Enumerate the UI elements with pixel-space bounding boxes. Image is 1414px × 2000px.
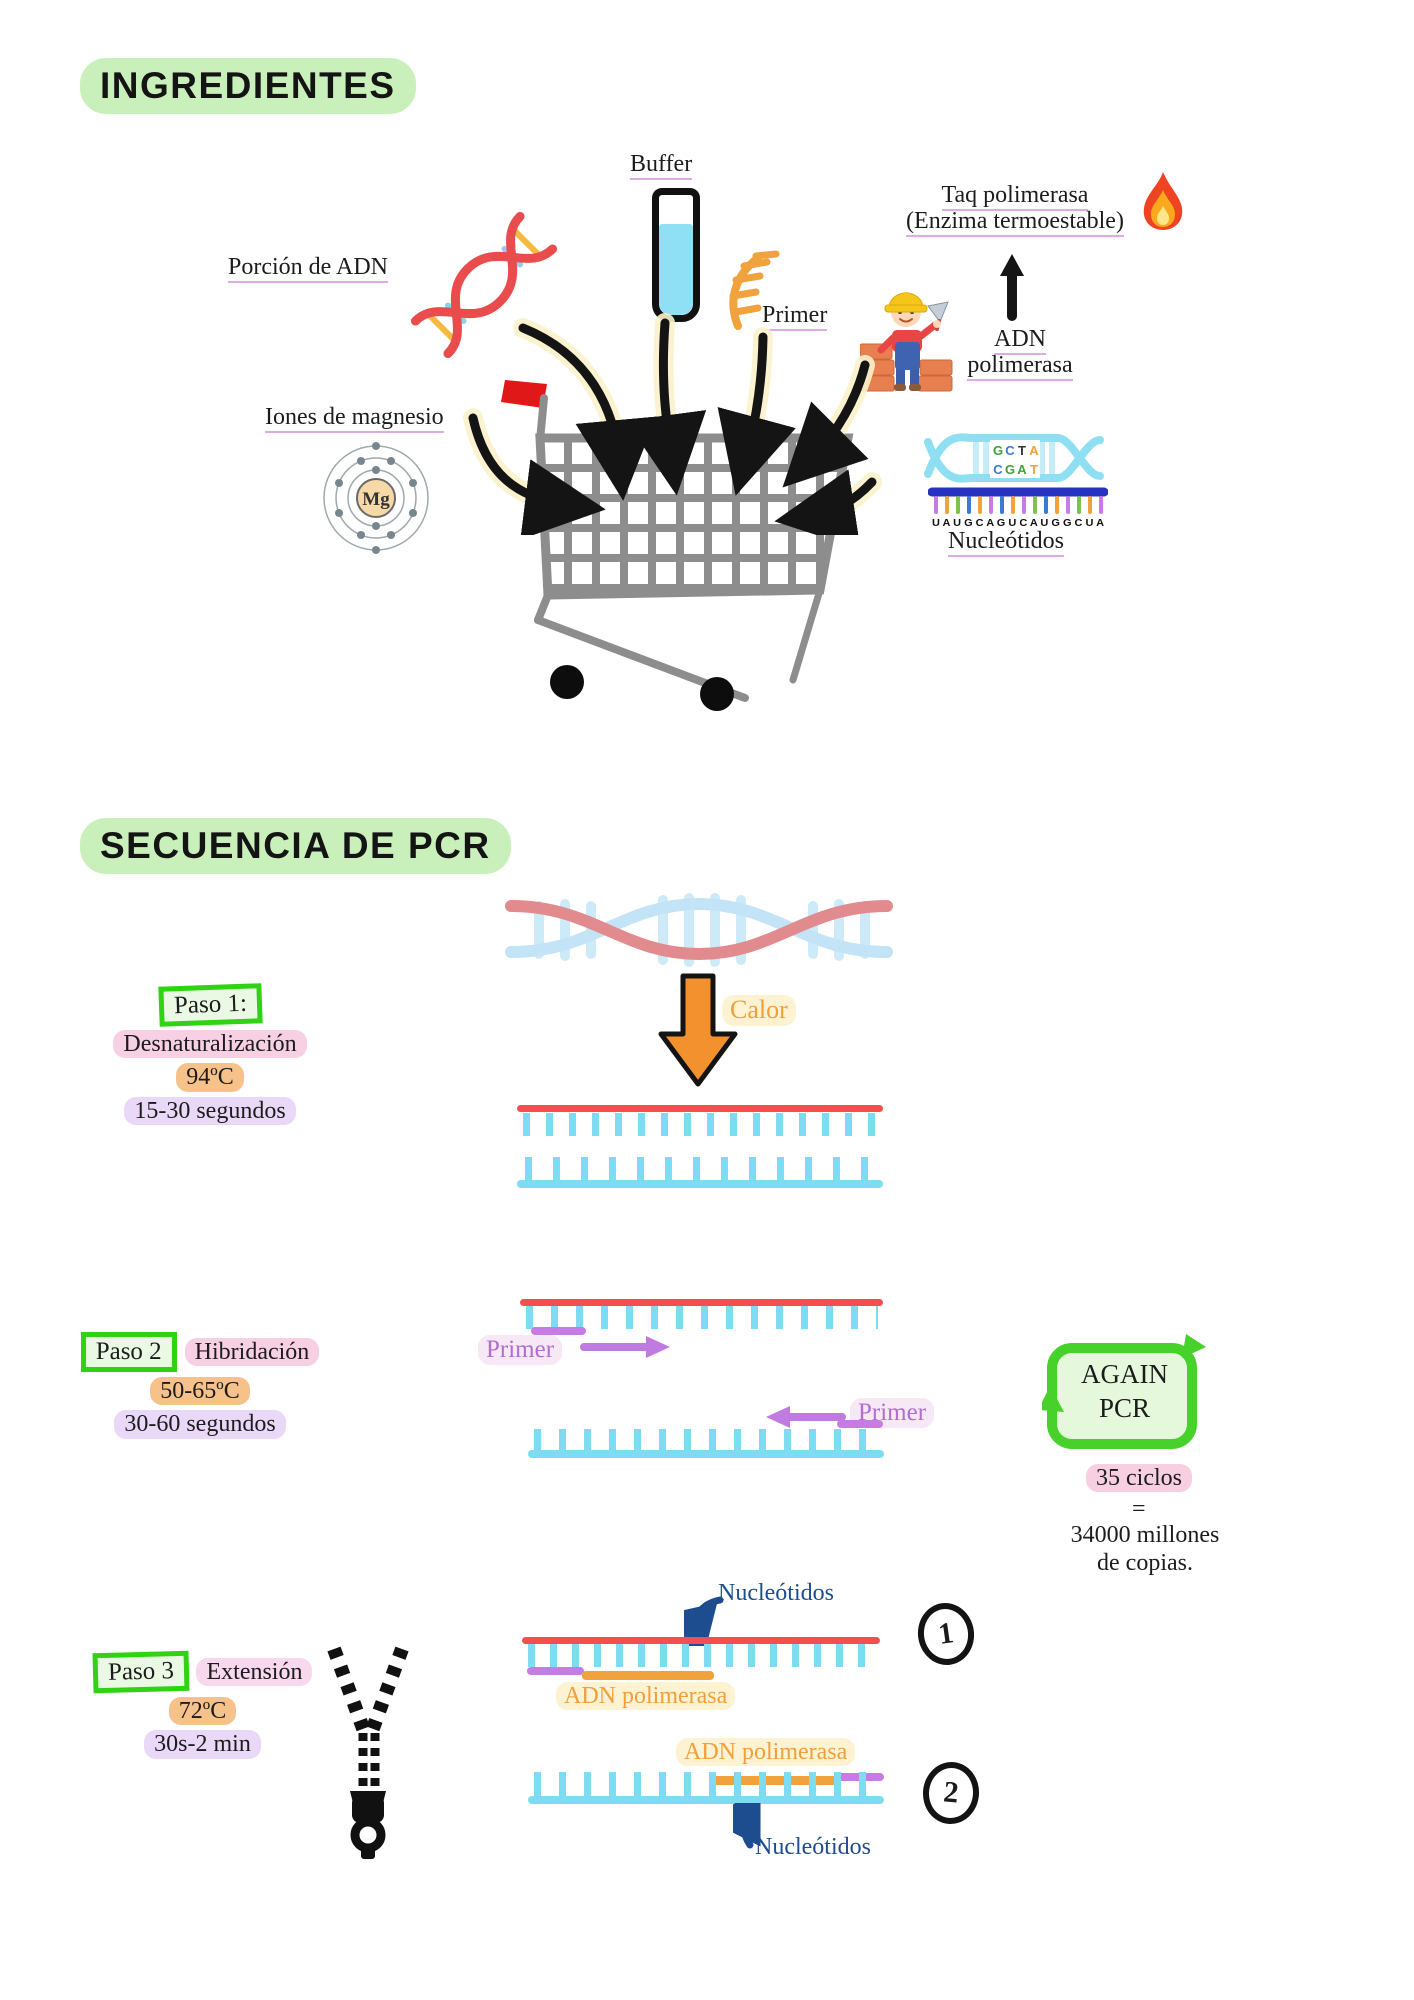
step2-box: Paso 2 bbox=[80, 1332, 177, 1372]
base-letter: C bbox=[993, 462, 1003, 477]
step-number-1: 1 bbox=[913, 1599, 979, 1669]
adn-polymerase-label: ADN polimerasa bbox=[950, 326, 1090, 382]
nucleotides-top-arrow bbox=[662, 1596, 724, 1664]
again-line2: PCR bbox=[1098, 1392, 1151, 1423]
calor-arrow bbox=[653, 972, 743, 1095]
copies-line2: de copias. bbox=[1097, 1550, 1193, 1576]
nucleotides-bottom-arrow bbox=[710, 1783, 763, 1854]
again-pcr-text: AGAIN PCR bbox=[1042, 1358, 1207, 1426]
step3-time: 30s-2 min bbox=[144, 1730, 261, 1759]
sequence-title: SECUENCIA DE PCR bbox=[80, 818, 511, 874]
nucleotide-helix-icon: G C T A C G A T bbox=[920, 426, 1108, 495]
again-pcr-loop: AGAIN PCR bbox=[1042, 1328, 1207, 1463]
equals-sign: = bbox=[1132, 1496, 1146, 1522]
buffer-liquid bbox=[659, 223, 693, 315]
hybridization-strand-bottom-ticks bbox=[534, 1429, 878, 1451]
base-letter: G bbox=[1005, 462, 1015, 477]
taq-line2: (Enzima termoestable) bbox=[906, 208, 1124, 238]
step3-box: Paso 3 bbox=[91, 1650, 189, 1694]
adn-line2: polimerasa bbox=[967, 352, 1073, 382]
ingredients-title: INGREDIENTES bbox=[80, 58, 416, 114]
step3-block: Paso 3 Extensión 72ºC 30s-2 min bbox=[75, 1650, 330, 1759]
step1-block: Paso 1: Desnaturalización 94ºC 15-30 seg… bbox=[85, 983, 335, 1126]
step1-name: Desnaturalización bbox=[113, 1030, 307, 1059]
nucleotides-label: Nucleótidos bbox=[948, 528, 1064, 557]
magnesium-label: Iones de magnesio bbox=[265, 404, 444, 433]
base-letter: T bbox=[1018, 443, 1026, 458]
copies-line1: 34000 millones bbox=[1070, 1522, 1220, 1548]
mg-symbol: Mg bbox=[362, 489, 390, 510]
adn-polymerase-top-label: ADN polimerasa bbox=[556, 1682, 736, 1711]
cart-arrows bbox=[440, 300, 910, 550]
primer-segment-top bbox=[531, 1327, 586, 1335]
step2-name: Hibridación bbox=[184, 1337, 320, 1367]
dna-portion-label: Porción de ADN bbox=[228, 254, 388, 283]
denatured-strand-bottom-ticks bbox=[525, 1157, 875, 1180]
nucleotides-bottom-label: Nucleótidos bbox=[755, 1834, 871, 1860]
step1-temp: 94ºC bbox=[176, 1063, 244, 1092]
primer-segment-bottom bbox=[837, 1420, 883, 1428]
number-1: 1 bbox=[936, 1616, 956, 1651]
extension-strand-bottom-ticks bbox=[534, 1772, 878, 1797]
base-letter: A bbox=[1017, 462, 1027, 477]
base-letter: C bbox=[1005, 443, 1015, 458]
primer-right-label: Primer bbox=[850, 1398, 935, 1428]
step1-box: Paso 1: bbox=[157, 983, 263, 1027]
primer-left-label: Primer bbox=[478, 1335, 563, 1365]
extension-polymerase-top bbox=[582, 1671, 714, 1680]
rna-letters: U A U G C A G U C A U G G C U A bbox=[932, 518, 1104, 529]
buffer-tube-icon bbox=[652, 188, 700, 322]
fire-icon bbox=[1138, 170, 1188, 237]
dna-helix-icon bbox=[403, 204, 566, 367]
extension-strand-bottom bbox=[528, 1796, 884, 1804]
extension-primer-top bbox=[527, 1667, 584, 1675]
adn-line1: ADN bbox=[994, 326, 1046, 355]
step2-block: Paso 2 Hibridación 50-65ºC 30-60 segundo… bbox=[70, 1332, 330, 1439]
taq-line1: Taq polimerasa bbox=[941, 182, 1089, 211]
taq-label: Taq polimerasa (Enzima termoestable) bbox=[880, 182, 1150, 238]
primer-ingredient-text: Primer bbox=[762, 302, 828, 331]
step-number-2: 2 bbox=[920, 1759, 982, 1827]
adn-polymerase-bottom-label: ADN polimerasa bbox=[676, 1738, 856, 1767]
primer-icon bbox=[722, 250, 784, 335]
again-line1: AGAIN bbox=[1081, 1359, 1168, 1389]
magnesium-atom-icon: Mg bbox=[318, 440, 434, 561]
base-letter: T bbox=[1030, 462, 1038, 477]
primer-ingredient-label: Primer bbox=[762, 302, 828, 331]
step1-time: 15-30 segundos bbox=[124, 1096, 296, 1126]
hybridization-strand-bottom bbox=[528, 1450, 884, 1458]
step2-time: 30-60 segundos bbox=[114, 1410, 286, 1439]
base-letter: A bbox=[1029, 443, 1039, 458]
hybridization-strand-top bbox=[520, 1299, 883, 1306]
hybridization-strand-top-ticks bbox=[526, 1306, 878, 1329]
calor-label: Calor bbox=[722, 995, 796, 1026]
buffer-label: Buffer bbox=[630, 151, 693, 180]
step3-name: Extensión bbox=[196, 1657, 313, 1687]
magnesium-text: Iones de magnesio bbox=[265, 404, 444, 433]
buffer-text: Buffer bbox=[630, 151, 693, 180]
extension-strand-top bbox=[522, 1637, 880, 1644]
dna-portion-text: Porción de ADN bbox=[228, 254, 388, 283]
taq-up-arrow bbox=[998, 252, 1026, 327]
number-2: 2 bbox=[942, 1775, 960, 1810]
step2-temp: 50-65ºC bbox=[150, 1377, 250, 1406]
base-letter: G bbox=[993, 443, 1003, 458]
step3-temp: 72ºC bbox=[168, 1697, 237, 1726]
denatured-strand-top bbox=[517, 1105, 883, 1112]
rna-strand-icon: U A U G C A G U C A U G G C U A bbox=[927, 486, 1109, 535]
primer-right-arrow bbox=[580, 1334, 672, 1365]
nucleotides-text: Nucleótidos bbox=[948, 528, 1064, 557]
double-helix-illustration bbox=[503, 886, 895, 979]
primer-left-arrow bbox=[766, 1404, 846, 1435]
cycles-label: 35 ciclos bbox=[1086, 1464, 1192, 1493]
denatured-strand-top-ticks bbox=[523, 1113, 879, 1136]
nucleotides-top-label: Nucleótidos bbox=[718, 1580, 834, 1606]
extension-strand-top-ticks bbox=[528, 1644, 876, 1667]
zipper-icon bbox=[318, 1645, 418, 1865]
denatured-strand-bottom bbox=[517, 1180, 883, 1188]
